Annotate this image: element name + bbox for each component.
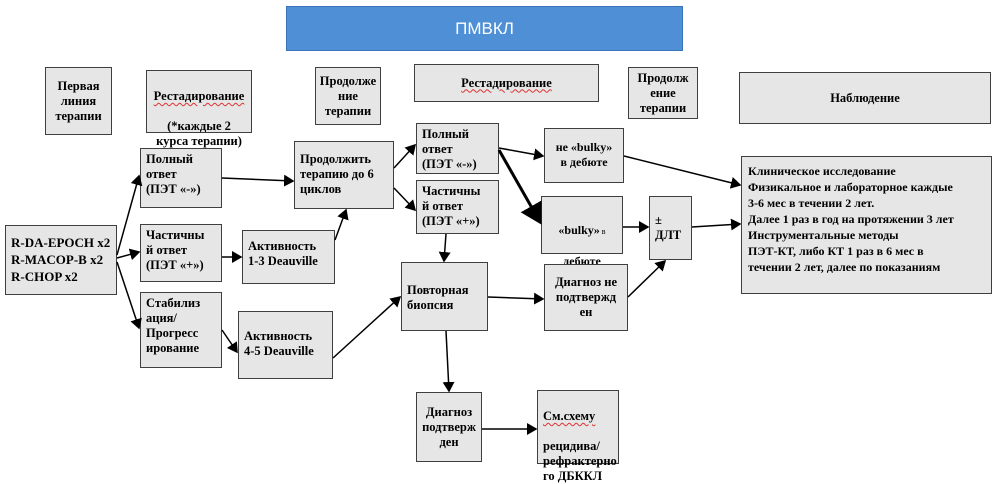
header-restaging-1: Рестадирование (*каждые 2 курса терапии) <box>146 70 252 148</box>
header-observation: Наблюдение <box>739 72 991 124</box>
arrow-complete2-notbulky <box>498 147 545 161</box>
arrow-activity45-rebiopsy <box>332 295 402 359</box>
restaging-1-note: (*каждые 2 курса терапии) <box>156 119 242 148</box>
flow-arrows <box>116 143 742 435</box>
continue-to-6-cycles: Продолжить терапию до 6 циклов <box>294 141 394 209</box>
header-restaging-2: Рестадирование <box>414 64 599 102</box>
arrow-notbulky-observation <box>623 155 742 189</box>
arrow-complete2-bulky <box>497 149 542 225</box>
page-title: ПМВКЛ <box>286 6 683 51</box>
activity-4-5-deauville: Активность 4-5 Deauville <box>238 311 333 379</box>
arrow-complete1-continue <box>221 174 295 187</box>
observation-detail: Клиническое исследование Физикальное и л… <box>741 156 992 294</box>
arrow-activity13-continue <box>334 208 349 241</box>
restaging-1-title: Рестадирование <box>153 89 245 103</box>
arrow-notconfirmed-dlt <box>627 259 667 298</box>
arrow-continue-partial2 <box>393 187 417 212</box>
partial-response-2: Частичны й ответ (ПЭТ «+») <box>416 180 499 234</box>
header-continue-1: Продолже ние терапии <box>315 67 381 125</box>
dlt-box: ± ДЛТ <box>649 196 692 260</box>
arrow-rebiopsy-notconfirmed <box>487 292 545 305</box>
partial-response-1: Частичны й ответ (ПЭТ «+») <box>140 224 222 282</box>
relapse-scheme-link: См.схему <box>543 409 596 423</box>
header-continue-2: Продолж ение терапии <box>628 67 698 119</box>
complete-response-2: Полный ответ (ПЭТ «-») <box>416 123 499 174</box>
arrow-regimens-partial <box>116 248 141 261</box>
arrow-dlt-observation <box>691 218 742 231</box>
complete-response-1: Полный ответ (ПЭТ «-») <box>140 148 222 208</box>
bulky-word: «bulky» <box>558 223 600 237</box>
arrow-rebiopsy-confirmed <box>442 330 455 393</box>
stabilization-progression: Стабилиз ация/ Прогресс ирование <box>140 292 222 368</box>
restaging-2-title: Рестадирование <box>461 75 552 90</box>
not-bulky-box: не «bulky» в дебюте <box>544 128 624 183</box>
arrow-partial2-rebiopsy <box>438 233 451 263</box>
diagnosis-confirmed: Диагноз подтверж ден <box>416 392 482 462</box>
header-first-line: Первая линия терапии <box>45 67 112 135</box>
diagnosis-not-confirmed: Диагноз не подтвержд ен <box>544 264 628 331</box>
arrow-progression-activity45 <box>221 329 238 354</box>
regimens-box: R-DA-EPOCH x2 R-MACOP-B x2 R-CHOP x2 <box>5 225 117 295</box>
arrow-regimens-complete <box>116 174 143 256</box>
arrow-continue-complete2 <box>393 143 417 169</box>
repeat-biopsy: Повторная биопсия <box>401 262 488 331</box>
activity-1-3-deauville: Активность 1-3 Deauville <box>242 230 335 284</box>
arrow-regimens-progression <box>116 261 142 330</box>
bulky-suffix: в <box>601 227 606 236</box>
